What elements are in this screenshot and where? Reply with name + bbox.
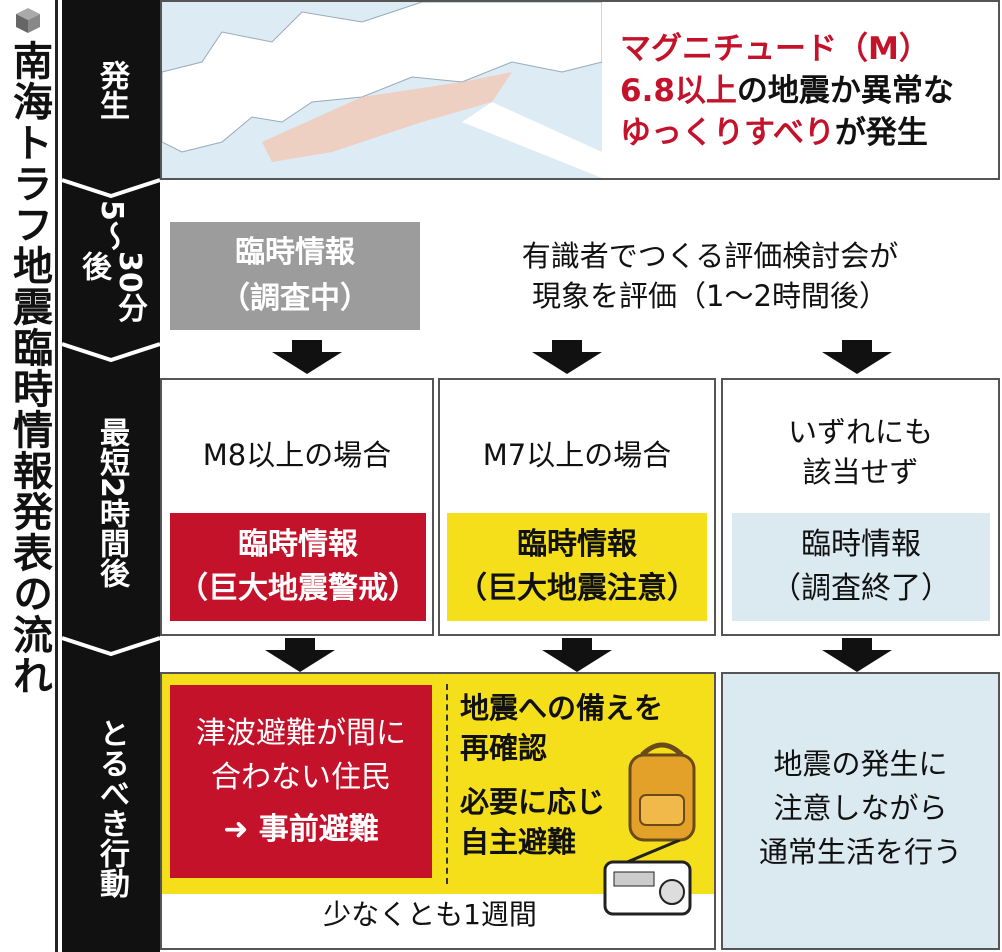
title-column: 南海トラフ地震臨時情報発表の流れ [0, 0, 58, 952]
text: 津波避難が間に [196, 715, 406, 751]
down-arrow-icon [542, 638, 612, 672]
cube-icon [16, 8, 40, 33]
down-arrow-icon [822, 340, 892, 374]
m8-heading: M8以上の場合 [202, 438, 392, 472]
text: 地震の発生に [773, 747, 948, 781]
text: 臨時情報 [517, 527, 637, 562]
text: いずれにも [787, 415, 933, 449]
text: （調査終了） [771, 571, 951, 606]
down-arrow-icon [532, 340, 602, 374]
stage-occurrence: 発生 [94, 60, 129, 120]
text: （巨大地震注意） [457, 571, 697, 606]
text: が発生 [834, 115, 928, 151]
down-arrow-icon [272, 340, 342, 374]
normal-life-panel [721, 672, 1000, 950]
text: 再確認 [460, 731, 548, 765]
period-label: 少なくとも1週間 [323, 898, 537, 931]
text: 合わない住民 [211, 759, 391, 795]
stage-column: 発生 5〜30分後 最短2時間後 とるべき行動 [62, 0, 160, 952]
down-arrow-icon [822, 638, 892, 672]
text: 通常生活を行う [758, 835, 962, 869]
interim-info-megaquake-advisory: 臨時情報 （巨大地震注意） [447, 513, 707, 621]
stage-text: 30分後 [76, 250, 147, 323]
normal-life-text: 地震の発生に注意しながら通常生活を行う [721, 742, 1000, 874]
text: ゆっくりすべり [620, 115, 835, 151]
dashed-divider [446, 684, 448, 884]
text: 注意しながら [773, 791, 948, 825]
text: の地震か異常な [736, 73, 954, 109]
pre-evacuation-box: 津波避難が間に合わない住民 ➜ 事前避難 [170, 685, 432, 878]
text: 6.8以上 [620, 73, 737, 109]
interim-info-megaquake-warning: 臨時情報 （巨大地震警戒） [170, 513, 426, 621]
stage-text: 5〜 [94, 200, 129, 251]
text: 現象を評価（1〜2時間後） [532, 279, 888, 313]
down-arrow-icon [265, 638, 335, 672]
interim-info-investigating: 臨時情報 （調査中） [170, 222, 420, 330]
chevron-icon [62, 178, 160, 199]
preparation-text: 地震への備えを再確認 必要に応じ自主避難 [460, 688, 663, 862]
evaluation-text: 有識者でつくる評価検討会が現象を評価（1〜2時間後） [440, 236, 980, 316]
m7-heading: M7以上の場合 [482, 438, 672, 472]
interim-info-investigation-ended: 臨時情報 （調査終了） [732, 513, 990, 621]
none-heading: いずれにも該当せず [721, 412, 1000, 492]
text: （調査中） [220, 281, 370, 316]
text: 臨時情報 [238, 527, 358, 562]
backpack-icon [628, 742, 696, 842]
chevron-icon [62, 636, 160, 657]
text: 該当せず [802, 455, 919, 489]
text: ➜ 事前避難 [223, 811, 379, 847]
text: 臨時情報 [235, 235, 355, 270]
text: 必要に応じ [460, 785, 606, 819]
occurrence-text: マグニチュード（M） 6.8以上の地震か異常な ゆっくりすべりが発生 [620, 28, 995, 154]
radio-icon [603, 840, 692, 916]
chevron-icon [62, 342, 160, 363]
stage-actions: とるべき行動 [94, 717, 129, 898]
text: 有識者でつくる評価検討会が [521, 239, 899, 273]
stage-2hours: 最短2時間後 [94, 417, 129, 588]
stage-5-30min: 5〜30分後 [62, 200, 160, 345]
japan-map [162, 2, 602, 178]
text: 自主避難 [460, 825, 577, 859]
text: 地震への備えを [460, 691, 664, 725]
diagram-title: 南海トラフ地震臨時情報発表の流れ [6, 40, 52, 696]
text: マグニチュード（M） [620, 31, 930, 67]
text: （巨大地震警戒） [178, 571, 418, 606]
text: 臨時情報 [801, 527, 921, 562]
